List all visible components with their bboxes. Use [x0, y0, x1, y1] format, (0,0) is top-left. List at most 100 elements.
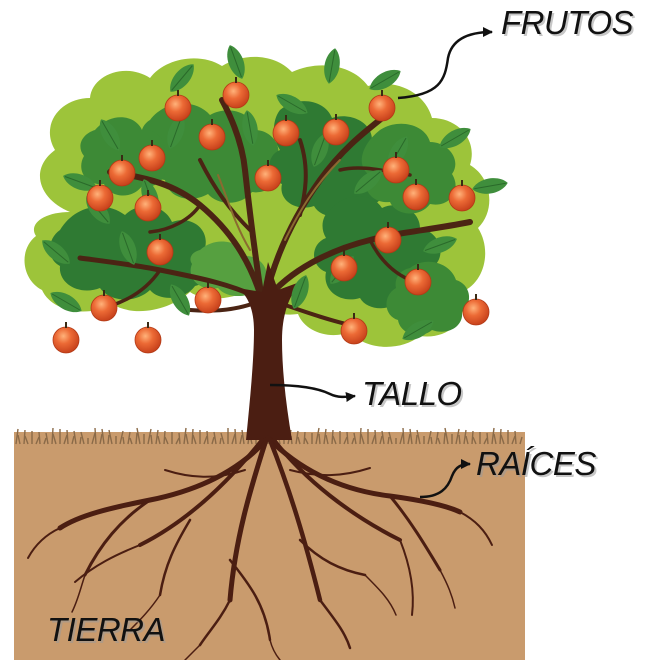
- grass-blade: [331, 429, 334, 445]
- orange-fruit-icon: [340, 313, 368, 345]
- grass-blade: [129, 437, 133, 445]
- grass-blade: [323, 428, 327, 445]
- grass-blade: [231, 433, 236, 445]
- grass-blade: [122, 436, 125, 445]
- leaf-icon: [324, 48, 340, 84]
- grass-blade: [183, 427, 187, 445]
- grass-blade: [387, 436, 390, 445]
- grass-blade: [486, 432, 489, 445]
- svg-text:TIERRA: TIERRA: [49, 613, 167, 650]
- grass-blade: [108, 429, 113, 445]
- grass-blade: [241, 429, 245, 445]
- grass-blade: [472, 436, 477, 445]
- orange-fruit-icon: [330, 250, 358, 282]
- grass-blade: [303, 431, 306, 445]
- orange-fruit-icon: [222, 77, 250, 109]
- grass-blade: [219, 437, 222, 445]
- grass-blade: [493, 433, 497, 445]
- svg-text:FRUTOS: FRUTOS: [503, 6, 636, 43]
- leaf-icon: [276, 93, 308, 115]
- grass-blade: [71, 435, 75, 445]
- orange-fruit-icon: [146, 234, 174, 266]
- leaf-icon: [354, 170, 382, 194]
- leaf-icon: [170, 64, 194, 92]
- leaf-icon: [169, 284, 191, 316]
- grass-blade: [192, 434, 197, 445]
- grass-blade: [427, 430, 432, 445]
- grass-blade: [353, 432, 357, 445]
- grass-blade: [388, 431, 393, 445]
- orange-fruit-icon: [164, 90, 192, 122]
- grass-blade: [239, 434, 243, 445]
- grass-blade: [514, 430, 517, 445]
- orange-fruit-icon: [374, 222, 402, 254]
- leaf-icon: [167, 115, 185, 149]
- orange-fruit-icon: [90, 290, 118, 322]
- label-roots: RAÍCES: [476, 445, 596, 482]
- grass-blade: [23, 429, 26, 445]
- grass-blade: [185, 433, 189, 445]
- grass-blade: [332, 435, 337, 445]
- stem-arrow: [269, 383, 356, 402]
- grass-fringe: [15, 427, 523, 445]
- grass-blade: [491, 427, 495, 445]
- grass-blade: [430, 436, 433, 445]
- grass-blade: [45, 432, 49, 445]
- leaf-icon: [423, 236, 457, 254]
- grass-blade: [119, 430, 124, 445]
- leaf-icon: [402, 319, 434, 341]
- grass-blade: [499, 428, 502, 445]
- grass-blade: [463, 429, 467, 445]
- label-soil: TIERRA: [47, 611, 165, 648]
- grass-blade: [483, 437, 488, 445]
- label-stem: TALLO: [362, 375, 462, 412]
- grass-blade: [147, 428, 152, 445]
- orange-fruit-icon: [368, 90, 396, 122]
- grass-blade: [220, 432, 225, 445]
- svg-text:TALLO: TALLO: [364, 377, 464, 414]
- grass-blade: [343, 436, 348, 445]
- grass-blade: [91, 432, 96, 445]
- grass-blade: [211, 436, 215, 445]
- grass-blade: [360, 433, 365, 445]
- orange-fruit-icon: [404, 264, 432, 296]
- orange-fruit-icon: [272, 115, 300, 147]
- grass-blade: [500, 434, 505, 445]
- grass-blade: [519, 436, 523, 445]
- svg-text:RAÍCES: RAÍCES: [478, 447, 598, 484]
- orange-fruit-icon: [134, 190, 162, 222]
- grass-blade: [43, 437, 47, 445]
- grass-blade: [465, 435, 469, 445]
- leaf-icon: [42, 240, 70, 264]
- grass-blade: [191, 428, 194, 445]
- leaf-icon: [227, 45, 245, 79]
- grass-blade: [135, 432, 138, 445]
- orange-fruit-icon: [194, 282, 222, 314]
- tree-roots: [27, 435, 493, 660]
- leaf-icon: [63, 173, 97, 191]
- leaf-icon: [242, 110, 258, 146]
- leaf-icon: [291, 275, 309, 309]
- orange-fruit-icon: [254, 160, 282, 192]
- grass-blade: [73, 430, 77, 445]
- grass-blade: [63, 434, 68, 445]
- leaf-icon: [472, 178, 508, 194]
- label-fruits: FRUTOS: [501, 4, 634, 41]
- grass-blade: [157, 435, 161, 445]
- orange-fruit-icon: [198, 119, 226, 151]
- grass-blade: [371, 434, 376, 445]
- grass-blade: [80, 431, 85, 445]
- grass-blade: [351, 437, 355, 445]
- grass-blade: [374, 429, 377, 445]
- orange-fruit-icon: [138, 140, 166, 172]
- grass-blade: [399, 432, 404, 445]
- grass-blade: [443, 432, 446, 445]
- grass-blade: [52, 433, 57, 445]
- grass-blade: [346, 431, 349, 445]
- grass-blade: [24, 435, 29, 445]
- grass-blade: [94, 427, 97, 445]
- roots-arrow: [419, 459, 471, 499]
- grass-blade: [318, 433, 321, 445]
- leaf-icon: [311, 133, 329, 167]
